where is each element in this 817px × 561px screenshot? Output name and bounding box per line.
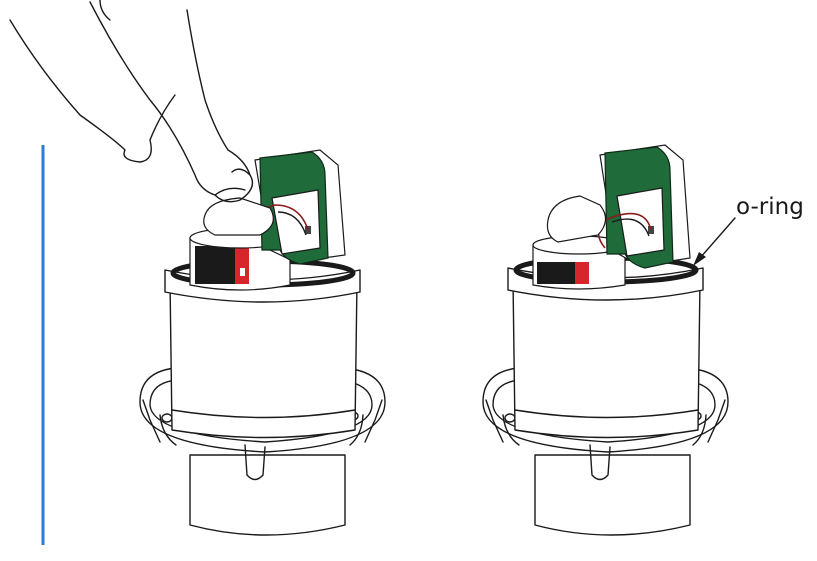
right-lower-sleeve <box>535 455 690 535</box>
right-battery-cell <box>547 196 605 242</box>
callout-leader-line <box>700 218 735 258</box>
oring-callout-label: o-ring <box>736 196 804 219</box>
left-unit <box>10 0 385 535</box>
left-lower-sleeve <box>190 455 345 535</box>
right-unit <box>483 145 735 535</box>
hand-illustration <box>10 0 252 202</box>
right-circuit-board <box>599 145 690 268</box>
